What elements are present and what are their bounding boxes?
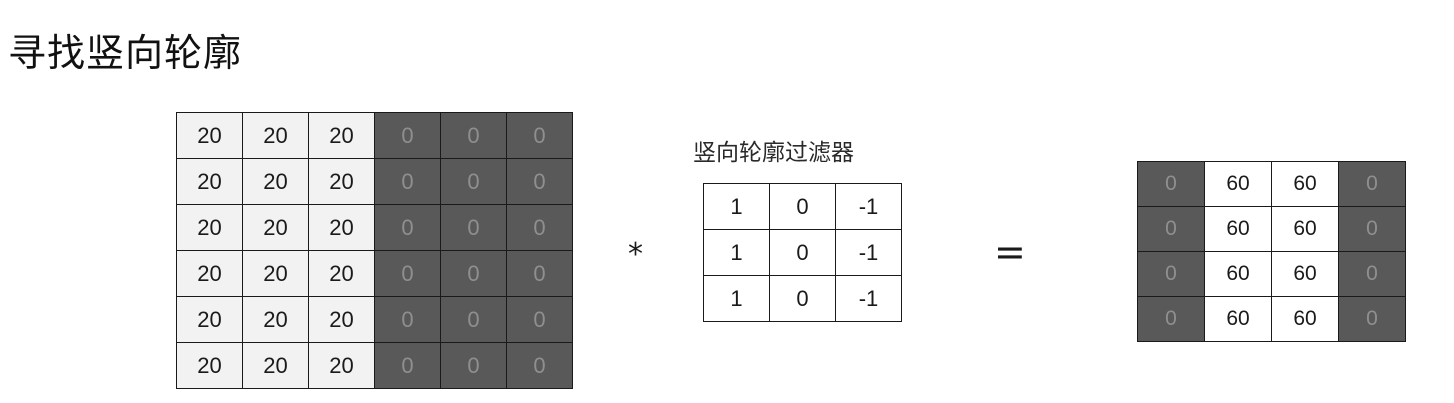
- matrix-cell: 0: [506, 296, 573, 343]
- matrix-cell: 60: [1271, 161, 1339, 207]
- matrix-cell: 0: [374, 158, 441, 205]
- matrix-cell: 0: [374, 250, 441, 297]
- matrix-cell: 0: [1137, 161, 1205, 207]
- equals-operator: =: [994, 230, 1026, 274]
- matrix-cell: 20: [308, 250, 375, 297]
- filter-label: 竖向轮廓过滤器: [693, 140, 854, 166]
- matrix-cell: 20: [308, 158, 375, 205]
- matrix-cell: -1: [835, 275, 902, 322]
- matrix-cell: 20: [308, 204, 375, 251]
- matrix-cell: 0: [1137, 206, 1205, 252]
- matrix-cell: 0: [769, 275, 836, 322]
- matrix-cell: 0: [1338, 161, 1406, 207]
- page-title: 寻找竖向轮廓: [8, 31, 243, 75]
- matrix-cell: 1: [703, 275, 770, 322]
- matrix-cell: 60: [1271, 206, 1339, 252]
- convolution-operator: *: [628, 237, 643, 272]
- matrix-cell: 60: [1271, 296, 1339, 342]
- matrix-cell: 0: [506, 158, 573, 205]
- matrix-cell: 0: [769, 229, 836, 276]
- matrix-cell: 1: [703, 183, 770, 230]
- matrix-cell: 0: [440, 158, 507, 205]
- matrix-cell: 0: [769, 183, 836, 230]
- matrix-cell: 60: [1271, 251, 1339, 297]
- matrix-cell: 20: [308, 296, 375, 343]
- matrix-cell: 0: [506, 250, 573, 297]
- matrix-cell: 0: [1137, 251, 1205, 297]
- matrix-cell: 0: [506, 204, 573, 251]
- matrix-cell: 20: [308, 342, 375, 389]
- matrix-cell: 0: [374, 204, 441, 251]
- matrix-cell: 20: [242, 342, 309, 389]
- matrix-cell: 0: [374, 296, 441, 343]
- matrix-cell: 60: [1204, 161, 1272, 207]
- matrix-cell: 60: [1204, 206, 1272, 252]
- matrix-cell: 0: [440, 296, 507, 343]
- matrix-cell: 60: [1204, 296, 1272, 342]
- matrix-cell: 0: [374, 342, 441, 389]
- matrix-cell: 20: [242, 204, 309, 251]
- matrix-cell: -1: [835, 229, 902, 276]
- matrix-cell: 20: [176, 342, 243, 389]
- matrix-cell: 20: [242, 296, 309, 343]
- matrix-cell: 0: [440, 204, 507, 251]
- matrix-cell: 20: [242, 158, 309, 205]
- matrix-cell: 0: [1338, 251, 1406, 297]
- matrix-cell: 0: [440, 112, 507, 159]
- matrix-cell: 0: [1338, 296, 1406, 342]
- matrix-cell: 20: [308, 112, 375, 159]
- matrix-cell: 0: [374, 112, 441, 159]
- matrix-cell: 60: [1204, 251, 1272, 297]
- matrix-cell: 20: [176, 296, 243, 343]
- matrix-cell: 20: [176, 112, 243, 159]
- matrix-cell: 0: [440, 342, 507, 389]
- matrix-cell: 0: [1137, 296, 1205, 342]
- matrix-cell: 20: [242, 250, 309, 297]
- matrix-cell: 20: [176, 250, 243, 297]
- matrix-cell: 0: [506, 342, 573, 389]
- matrix-cell: 20: [176, 158, 243, 205]
- matrix-cell: 0: [506, 112, 573, 159]
- matrix-cell: 0: [1338, 206, 1406, 252]
- matrix-cell: 1: [703, 229, 770, 276]
- matrix-cell: 20: [176, 204, 243, 251]
- matrix-cell: 0: [440, 250, 507, 297]
- matrix-cell: -1: [835, 183, 902, 230]
- matrix-cell: 20: [242, 112, 309, 159]
